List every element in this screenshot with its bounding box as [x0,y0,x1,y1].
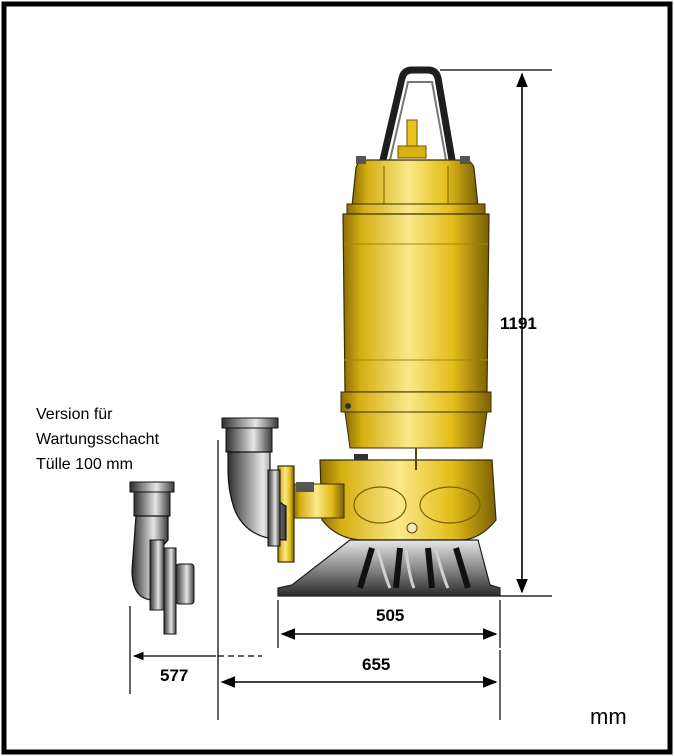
maintenance-elbow [221,417,287,547]
overall-width-label: 655 [362,655,391,674]
version-note: Version für Wartungsschacht Tülle 100 mm [36,402,159,477]
base-width-label: 505 [376,606,405,625]
dimension-lines [129,69,552,720]
lifting-handle [379,66,456,161]
version-note-line-3: Tülle 100 mm [36,456,133,473]
offset-dimension-label: 577 [160,666,189,685]
unit-label: mm [590,704,627,729]
side-version-illustration [129,481,195,635]
pump-illustration [277,66,501,597]
version-note-line-2: Wartungsschacht [36,431,160,448]
version-note-line-1: Version für [36,406,113,423]
height-dimension-label: 1191 [500,314,537,333]
